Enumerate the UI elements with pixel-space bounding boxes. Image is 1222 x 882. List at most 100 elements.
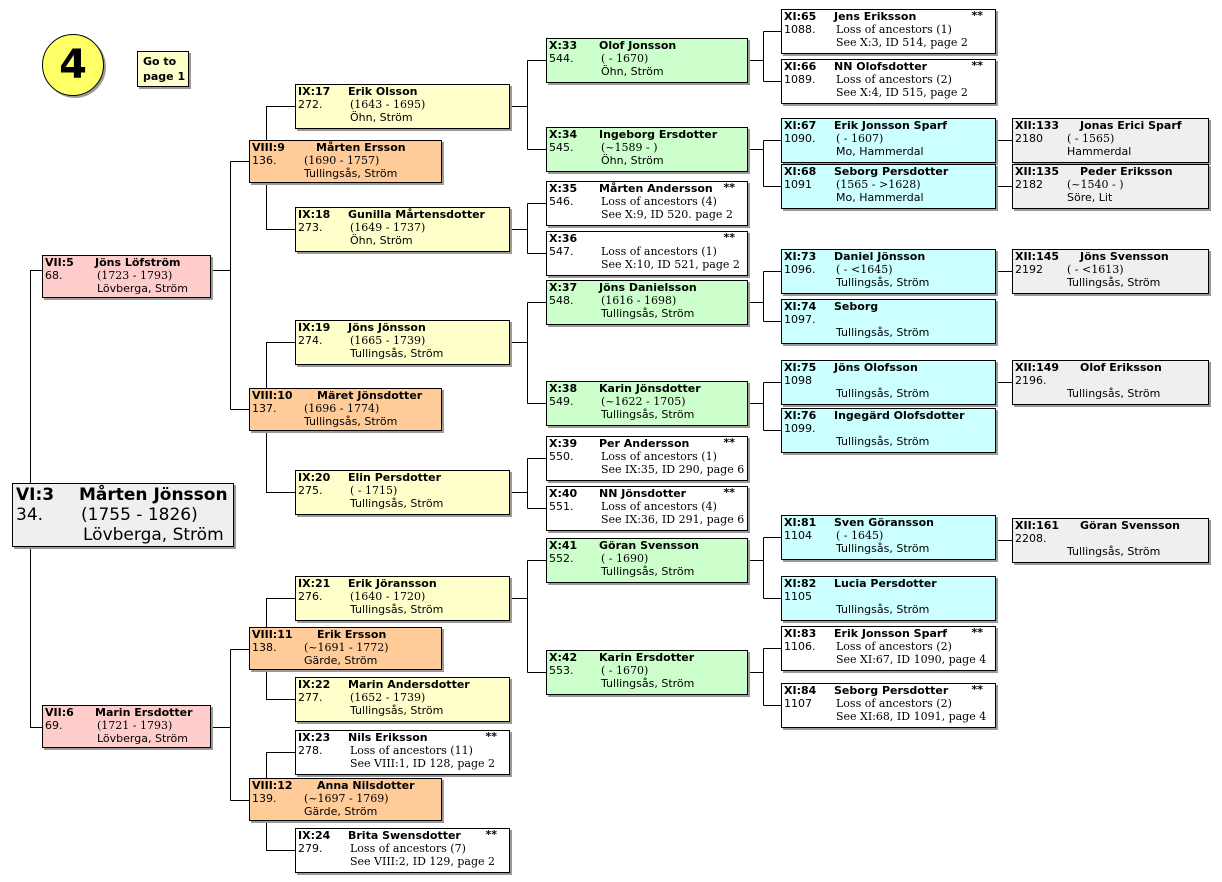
person-name: Jöns Olofsson <box>834 361 918 374</box>
person-name: NN Jönsdotter <box>599 487 687 500</box>
person-place: Tullingsås, Ström <box>836 542 930 555</box>
person-number: 1089. <box>784 73 816 86</box>
ancestry-loss-marker: ** <box>723 436 735 449</box>
person-code: IX:23 <box>298 731 331 744</box>
person-code: XI:68 <box>784 165 817 178</box>
person-number: 551. <box>549 500 574 513</box>
person-place: Tullingsås, Ström <box>836 276 930 289</box>
person-number: 1104 <box>784 529 812 542</box>
person-number: 272. <box>298 98 323 111</box>
page-number-badge: 4 <box>42 34 104 96</box>
person-name: Märet Jönsdotter <box>317 389 423 402</box>
goto-page-1-button[interactable]: Go to page 1 <box>137 51 189 87</box>
person-code: IX:20 <box>298 471 331 484</box>
person-place: Tullingsås, Ström <box>601 677 695 690</box>
person-name: Peder Eriksson <box>1080 165 1173 178</box>
person-dates: (~1540 - ) <box>1067 178 1124 191</box>
person-code: X:40 <box>549 487 578 500</box>
person-dates: (~1697 - 1769) <box>304 792 389 805</box>
person-number: 550. <box>549 450 574 463</box>
person-name: Olof Eriksson <box>1080 361 1162 374</box>
person-name: Jonas Erici Sparf <box>1080 119 1182 132</box>
ancestry-loss-marker: ** <box>723 486 735 499</box>
person-dates: (1643 - 1695) <box>350 98 426 111</box>
ancestry-loss-marker: ** <box>971 9 983 22</box>
loss-of-ancestors-text: Loss of ancestors (11) <box>350 744 473 757</box>
person-box-x-36[interactable]: X:36**547.Loss of ancestors (1)See X:10,… <box>546 231 748 276</box>
person-code: XI:66 <box>784 60 817 73</box>
person-number: 545. <box>549 141 574 154</box>
loss-of-ancestors-text: Loss of ancestors (4) <box>601 500 717 513</box>
person-dates: ( - 1715) <box>350 484 398 497</box>
person-name: Seborg Persdotter <box>834 684 949 697</box>
ancestry-loss-marker: ** <box>971 626 983 639</box>
person-number: 137. <box>252 402 277 415</box>
root-dates: (1755 - 1826) <box>81 505 198 525</box>
person-place: Tullingsås, Ström <box>350 603 444 616</box>
person-box-x-40[interactable]: X:40 NN Jönsdotter ** 551. Loss of ancestors… <box>546 486 748 531</box>
person-place: Gärde, Ström <box>304 654 378 667</box>
person-name: Lucia Persdotter <box>834 577 937 590</box>
person-place: Tullingsås, Ström <box>304 167 398 180</box>
person-name: Gunilla Mårtensdotter <box>348 208 485 221</box>
person-dates: ( - <1645) <box>836 263 893 276</box>
person-dates: ( - 1690) <box>601 552 649 565</box>
root-person-box[interactable]: VI:3 Mårten Jönsson 34. (1755 - 1826) Lö… <box>12 483 234 547</box>
person-code: VIII:10 <box>252 389 293 402</box>
person-name: Sven Göransson <box>834 516 934 529</box>
person-place: Öhn, Ström <box>350 111 413 124</box>
person-place: Tullingsås, Ström <box>836 603 930 616</box>
person-code: VII:5 <box>45 256 74 269</box>
person-name: Erik Jonsson Sparf <box>834 119 948 132</box>
person-place: Lövberga, Ström <box>97 732 188 745</box>
person-number: 1098 <box>784 374 812 387</box>
person-dates: (1616 - 1698) <box>601 294 677 307</box>
person-code: X:39 <box>549 437 578 450</box>
person-name: Göran Svensson <box>1080 519 1180 532</box>
person-name: Marin Ersdotter <box>95 706 193 719</box>
person-number: 2180 <box>1015 132 1043 145</box>
cross-reference-text: See IX:35, ID 290, page 6 <box>601 463 745 476</box>
cross-reference-text: See X:3, ID 514, page 2 <box>836 36 968 49</box>
person-code: XI:75 <box>784 361 817 374</box>
